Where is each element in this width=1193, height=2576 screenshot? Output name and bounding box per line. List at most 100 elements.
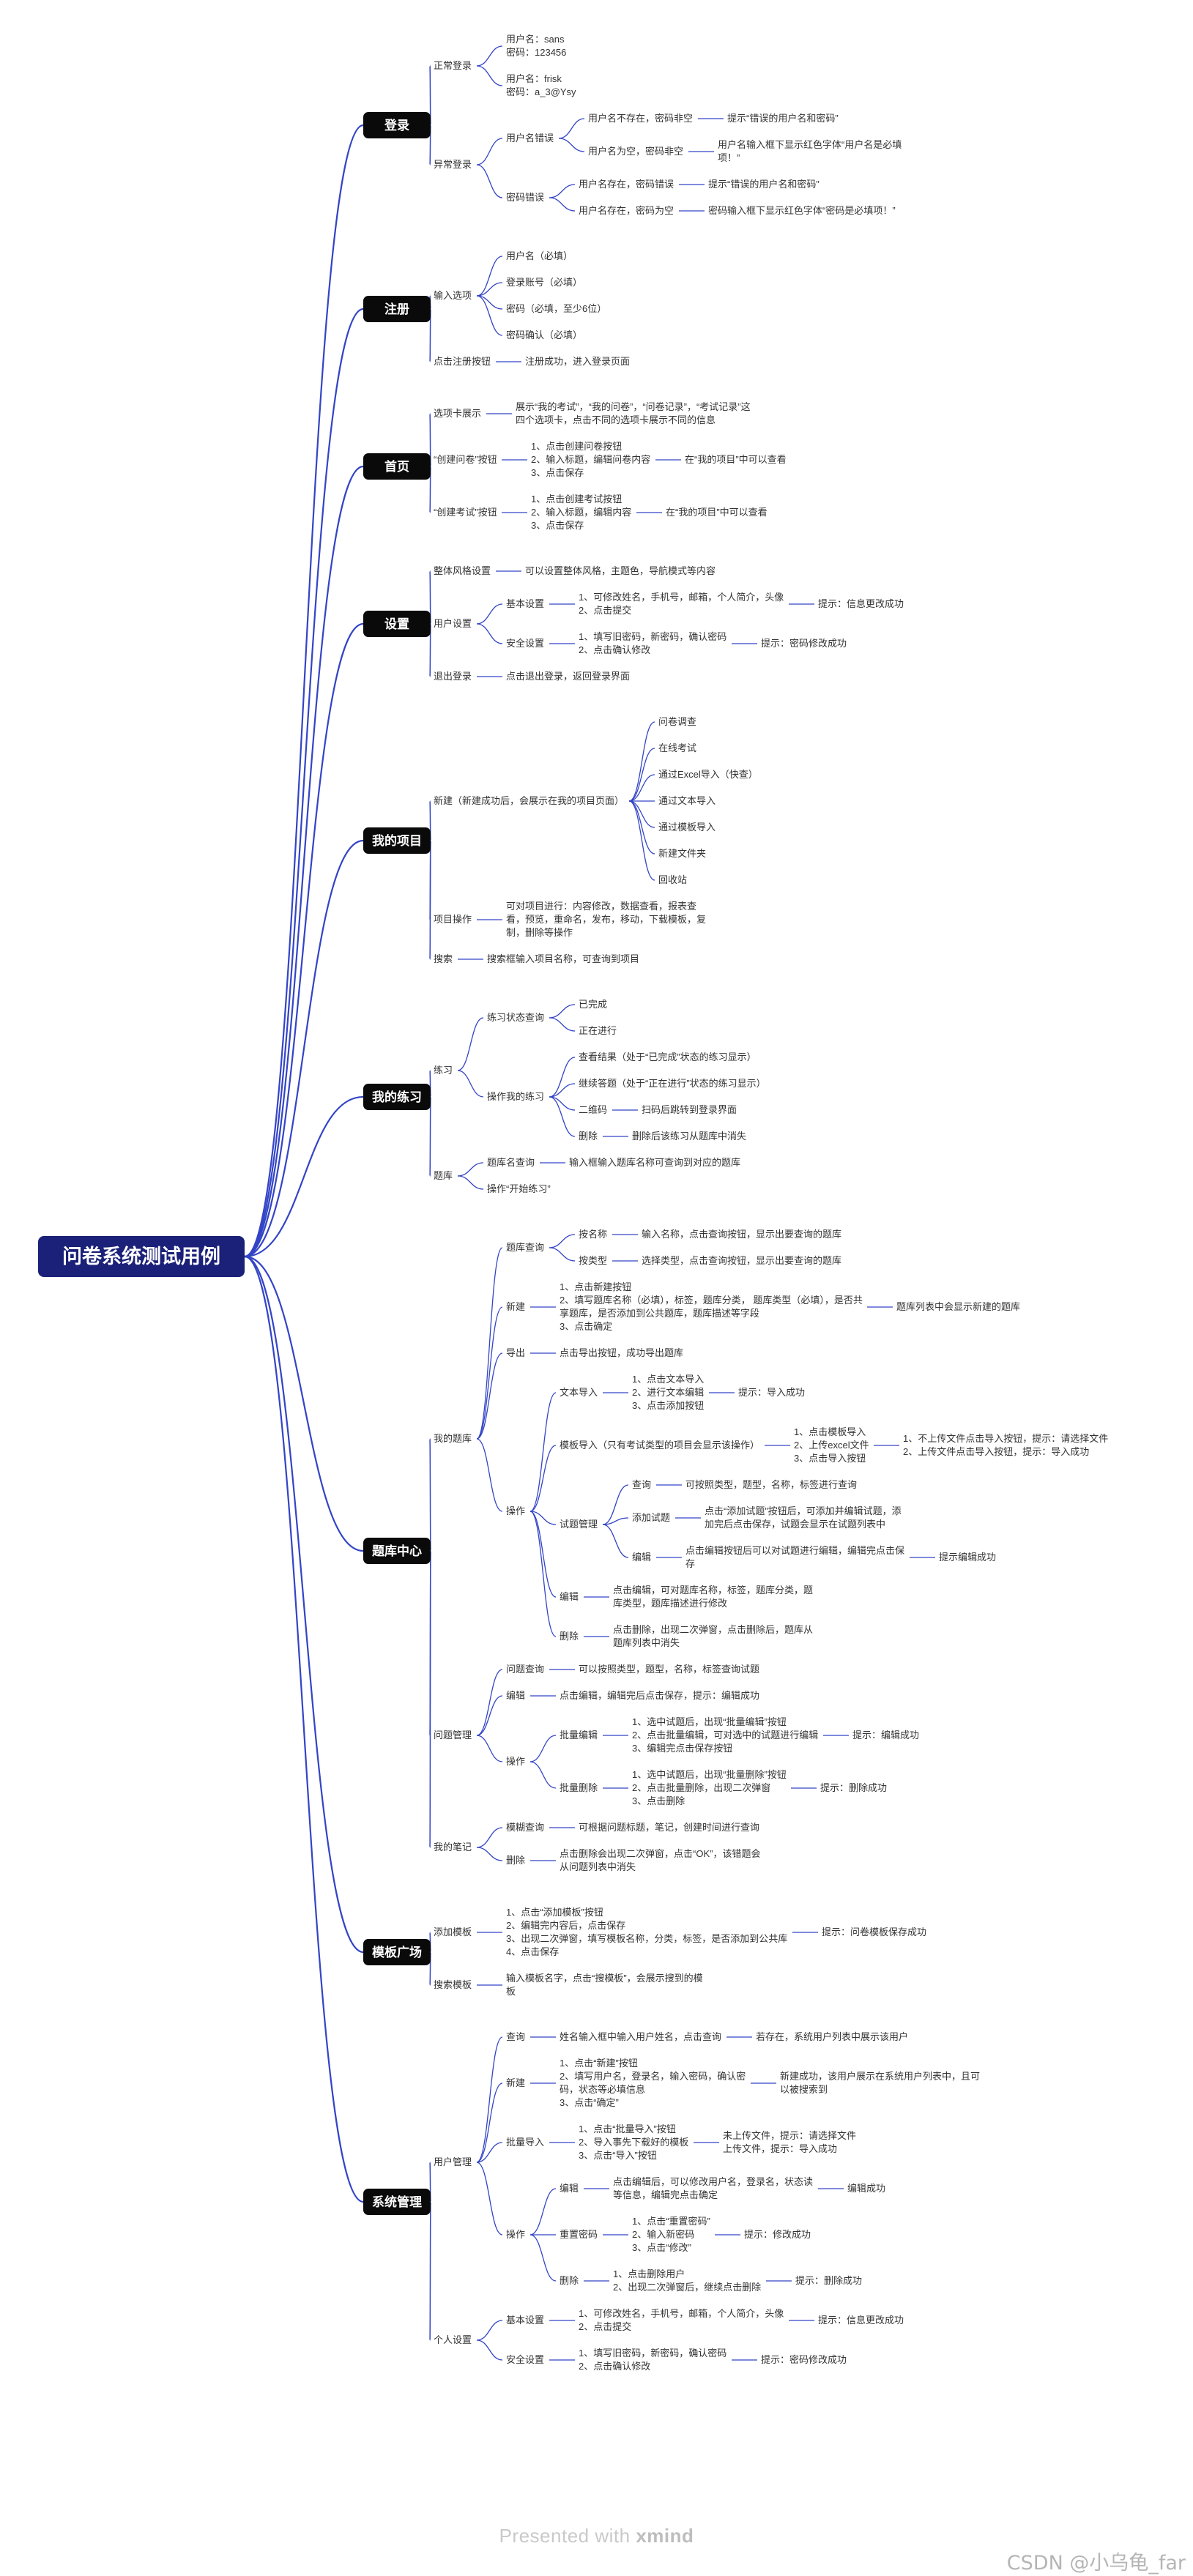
branch-line [529,1392,557,1512]
topic-depth-4-text: 点击编辑，编辑完后点击保存，提示：编辑成功 [560,1690,759,1701]
topic-depth-3-text: 删除 [506,1855,525,1866]
branch-line [529,1735,557,1762]
topic-depth-4: 删除 [560,1631,579,1642]
topic-depth-6-text: 点击编辑按钮后可以对试题进行编辑，编辑完点击保 [685,1545,904,1556]
branch-line [476,65,503,86]
topic-depth-6-text: 提示：删除成功 [795,2275,862,2286]
topic-depth-5-text: 提示：信息更改成功 [818,2315,904,2326]
topic-depth-4-text: 2、点击确认修改 [579,644,650,655]
branch-line [476,2142,503,2163]
branch-line [457,1070,484,1098]
topic-depth-5: 提示：信息更改成功 [818,2315,904,2326]
topic-depth-2: 正常登录 [434,60,472,71]
topic-depth-3-text: 密码（必填，至少6位） [506,303,606,314]
topic-depth-5-text: 添加试题 [632,1512,670,1523]
topic-depth-3: 安全设置 [506,2354,544,2365]
main-topic: 注册 [363,296,431,322]
branch-line [602,1524,629,1558]
topic-depth-4-text: 从问题列表中消失 [560,1861,636,1872]
topic-depth-4-text: 1、点击新建按钮 [560,1281,631,1292]
topic-depth-2: 项目操作 [434,914,472,925]
branch-line [476,1247,503,1440]
topic-depth-2: 用户管理 [434,2156,472,2167]
topic-depth-2: 搜索 [434,953,453,964]
topic-depth-3-text: 4、点击保存 [506,1946,559,1957]
topic-depth-2-text: 我的笔记 [434,1842,472,1853]
topic-depth-4-text: 编辑 [560,1591,579,1602]
topic-depth-2-text: “创建考试”按钮 [434,507,497,518]
topic-depth-5-text: 项！” [718,152,740,163]
topic-depth-5-text: 选择类型，点击查询按钮，显示出要查询的题库 [642,1255,841,1266]
topic-depth-2-text: 个人设置 [434,2334,472,2345]
topic-depth-3-text: 用户名：frisk [506,73,562,84]
topic-depth-2: 退出登录 [434,671,472,682]
branch-line [244,465,364,1258]
topic-depth-4-text: 2、点击提交 [579,2321,631,2332]
topic-depth-5-text: 1、点击模板导入 [794,1426,866,1437]
topic-depth-3: 操作 [506,2229,525,2240]
branch-line [476,1695,503,1736]
topic-depth-2: 搜索模板 [434,1979,472,1990]
topic-depth-4: 点击导出按钮，成功导出题库 [560,1347,683,1358]
branch-line [476,45,503,67]
main-topic-box [363,1538,431,1564]
topic-depth-2: 用户设置 [434,618,472,629]
topic-depth-5-text: 3、点击删除 [632,1795,685,1806]
topic-depth-3-text: 用户名错误 [506,133,554,144]
topic-depth-3: 练习状态查询 [487,1012,544,1023]
topic-depth-2: 问题管理 [434,1730,472,1741]
topic-depth-3: 密码（必填，至少6位） [506,303,606,314]
branch-line [244,839,364,1258]
topic-depth-5-text: 若存在，系统用户列表中展示该用户 [756,2031,908,2042]
branch-line [549,184,576,198]
topic-depth-3-text: 基本设置 [506,2315,544,2326]
topic-depth-3: 通过Excel导入（快查） [658,769,758,780]
topic-depth-4: 提示：问卷模板保存成功 [822,1927,926,1937]
topic-depth-4: 按名称 [579,1229,607,1240]
topic-depth-3: 操作我的练习 [487,1091,544,1102]
topic-depth-3-text: 批量导入 [506,2137,544,2148]
branch-line [476,2339,503,2361]
branch-line [476,2036,503,2163]
branch-line [476,1352,503,1440]
topic-depth-3-text: 四个选项卡，点击不同的选项卡展示不同的信息 [516,414,716,425]
topic-depth-4-text: 二维码 [579,1104,607,1115]
topic-depth-2: “创建考试”按钮 [434,507,497,518]
topic-depth-6-text: 加完后点击保存，试题会显示在试题列表中 [705,1519,885,1530]
topic-depth-2-text: 新建（新建成功后，会展示在我的项目页面） [434,795,624,806]
topic-depth-4: 继续答题（处于“正在进行”状态的练习显示） [579,1078,766,1089]
topic-depth-2-text: 搜索模板 [434,1979,472,1990]
root-topic: 问卷系统测试用例 [38,1236,245,1277]
topic-depth-2: 新建（新建成功后，会展示在我的项目页面） [434,795,624,806]
topic-depth-6: 提示：删除成功 [820,1782,887,1793]
topic-depth-3-text: 1、点击创建考试按钮 [531,494,622,505]
topic-depth-3: 基本设置 [506,598,544,609]
topic-depth-3-text: 1、点击“添加模板”按钮 [506,1907,603,1918]
branch-line [628,800,655,855]
topic-depth-3-text: 密码：a_3@Ysy [506,86,576,97]
topic-depth-5-text: 1、选中试题后，出现“批量编辑”按钮 [632,1716,787,1727]
topic-depth-6-text: 可按照类型，题型，名称，标签进行查询 [685,1479,857,1490]
topic-depth-3-text: 安全设置 [506,638,544,649]
branch-line [476,1306,503,1440]
branch-line [628,774,655,802]
branch-line [529,1445,557,1512]
topic-depth-3-text: 操作 [506,1756,525,1767]
topic-depth-2-text: 点击注册按钮 [434,356,491,367]
branch-line [476,256,503,297]
topic-depth-3-text: 密码确认（必填） [506,330,582,340]
topic-depth-4-text: 2、点击确认修改 [579,2361,650,2372]
topic-depth-4-text: 1、点击“新建”按钮 [560,2058,638,2069]
topic-depth-5-text: 2、上传excel文件 [794,1440,869,1451]
topic-depth-3-text: 新建 [506,1301,525,1312]
topic-depth-4: 1、点击“新建”按钮2、填写用户名，登录名，输入密码，确认密码，状态等必填信息3… [560,2058,746,2108]
topic-depth-2-text: “创建问卷”按钮 [434,454,497,465]
topic-depth-5-text: 3、点击导入按钮 [794,1453,866,1464]
topic-depth-3-text: 操作 [506,2229,525,2240]
topic-depth-3: 题库名查询 [487,1157,535,1168]
topic-depth-4-text: 模板导入（只有考试类型的项目会显示该操作） [560,1440,759,1451]
